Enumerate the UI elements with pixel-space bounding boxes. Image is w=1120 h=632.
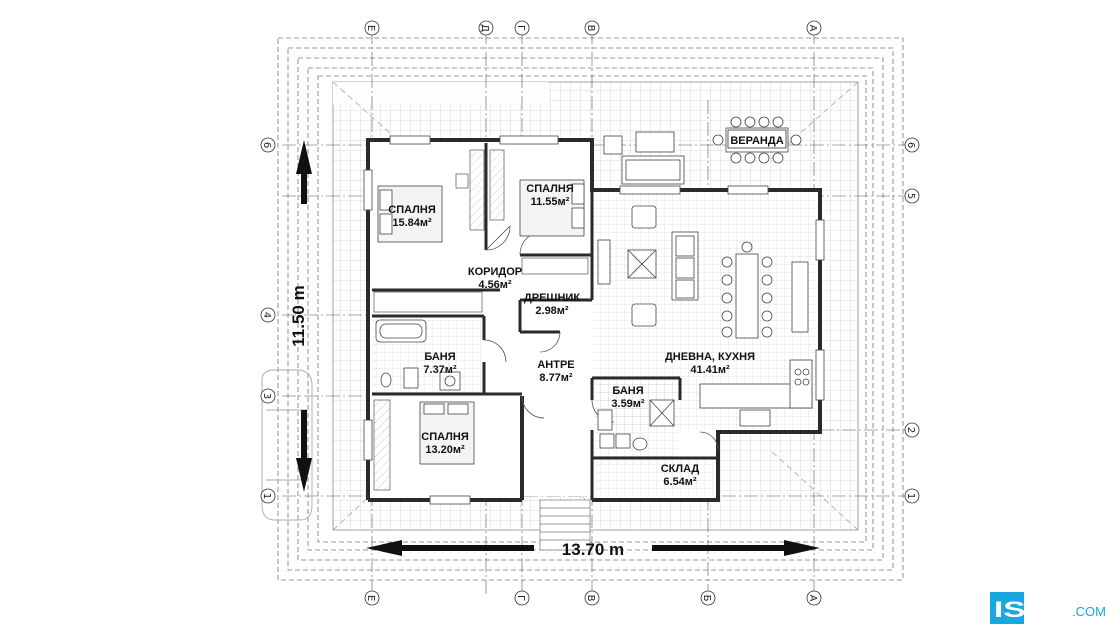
svg-text:3: 3 [261, 393, 272, 399]
axis-labels-bottom: Е Г В Б А [365, 595, 818, 602]
entrance-steps [539, 499, 591, 551]
bed-icon [519, 179, 585, 237]
svg-text:КОРИДОР: КОРИДОР [468, 266, 522, 278]
svg-text:2.98м²: 2.98м² [535, 305, 569, 317]
axis-bubbles [260, 20, 920, 606]
room-label-bathroom-2: БАНЯ 3.59м² [611, 385, 645, 410]
svg-text:3.59м²: 3.59м² [611, 398, 645, 410]
logo-suffix: .COM [1072, 604, 1106, 619]
coffee-table-icon [627, 249, 657, 279]
sofa-icon [597, 231, 699, 301]
wardrobe-icon [373, 149, 485, 313]
height-dimension-label: 11.50 m [289, 285, 308, 346]
svg-text:1: 1 [261, 493, 272, 499]
axis-labels-right: 6 5 2 1 [905, 142, 916, 499]
armchair-icon [631, 205, 657, 327]
svg-text:41.41м²: 41.41м² [690, 364, 730, 376]
room-label-entrance: АНТРЕ 8.77м² [537, 359, 574, 384]
svg-text:ВЕРАНДА: ВЕРАНДА [730, 135, 783, 147]
svg-text:Б: Б [701, 595, 712, 602]
svg-text:4.56м²: 4.56м² [478, 279, 512, 291]
logo-mark: ISPD [994, 597, 1072, 622]
bed-icon [419, 401, 475, 465]
svg-text:13.20м²: 13.20м² [425, 444, 465, 456]
svg-text:Е: Е [365, 25, 376, 31]
room-label-living-kitchen: ДНЕВНА, КУХНЯ 41.41м² [665, 351, 755, 376]
room-label-bedroom-2: СПАЛНЯ 11.55м² [526, 183, 574, 208]
svg-text:ДРЕШНИК: ДРЕШНИК [524, 292, 580, 304]
svg-text:Г: Г [515, 595, 526, 601]
svg-text:ДНЕВНА, КУХНЯ: ДНЕВНА, КУХНЯ [665, 351, 755, 363]
svg-text:5: 5 [905, 193, 916, 199]
svg-text:СПАЛНЯ: СПАЛНЯ [526, 183, 574, 195]
svg-text:В: В [585, 25, 596, 32]
svg-text:СКЛАД: СКЛАД [661, 463, 700, 475]
svg-text:А: А [807, 25, 818, 32]
dimension-arrows [296, 140, 820, 556]
shower-icon [649, 399, 675, 427]
roof-outline [277, 37, 904, 581]
room-label-corridor: КОРИДОР 4.56м² [468, 266, 522, 291]
room-label-closet: ДРЕШНИК 2.98м² [524, 292, 580, 317]
room-label-storage: СКЛАД 6.54м² [661, 463, 700, 488]
svg-text:2: 2 [905, 427, 916, 433]
svg-text:8.77м²: 8.77м² [539, 372, 573, 384]
svg-text:БАНЯ: БАНЯ [612, 385, 643, 397]
svg-text:11.55м²: 11.55м² [531, 196, 570, 208]
width-dimension-label: 13.70 m [562, 540, 624, 559]
sofa-icon [603, 131, 685, 185]
room-label-bedroom-3: СПАЛНЯ 13.20м² [421, 431, 469, 456]
svg-text:АНТРЕ: АНТРЕ [537, 359, 574, 371]
room-label-veranda: ВЕРАНДА [727, 129, 787, 149]
svg-text:15.84м²: 15.84м² [392, 217, 432, 229]
inner-walls [372, 143, 718, 500]
washing-machine-icon [599, 433, 631, 449]
kitchen-counter-icon [699, 359, 813, 427]
svg-text:6: 6 [905, 142, 916, 148]
wardrobe-icon [489, 149, 589, 275]
svg-text:Г: Г [515, 25, 526, 31]
room-label-bathroom-1: БАНЯ 7.37м² [423, 351, 457, 376]
svg-text:6.54м²: 6.54м² [663, 476, 697, 488]
bathtub-icon [375, 319, 427, 343]
svg-text:6: 6 [261, 142, 272, 148]
sink-icon [439, 371, 461, 391]
svg-text:СПАЛНЯ: СПАЛНЯ [388, 204, 436, 216]
toilet-icon [380, 367, 419, 389]
svg-text:БАНЯ: БАНЯ [424, 351, 455, 363]
svg-text:7.37м²: 7.37м² [423, 364, 457, 376]
svg-text:4: 4 [261, 312, 272, 318]
svg-text:В: В [585, 595, 596, 602]
axis-labels-top: Е Д Г В А [365, 24, 818, 32]
svg-text:СПАЛНЯ: СПАЛНЯ [421, 431, 469, 443]
svg-text:А: А [807, 595, 818, 602]
bed-icon [377, 185, 443, 243]
svg-text:Е: Е [365, 595, 376, 601]
svg-text:1: 1 [905, 493, 916, 499]
svg-text:Д: Д [479, 24, 490, 32]
ispd-logo: ISPD .COM [990, 592, 1106, 624]
windows [363, 135, 825, 505]
wardrobe-icon [373, 399, 391, 491]
room-label-bedroom-1: СПАЛНЯ 15.84м² [388, 204, 436, 229]
dining-table-icon [721, 241, 809, 339]
axis-labels-left: 6 4 3 1 [261, 142, 272, 499]
